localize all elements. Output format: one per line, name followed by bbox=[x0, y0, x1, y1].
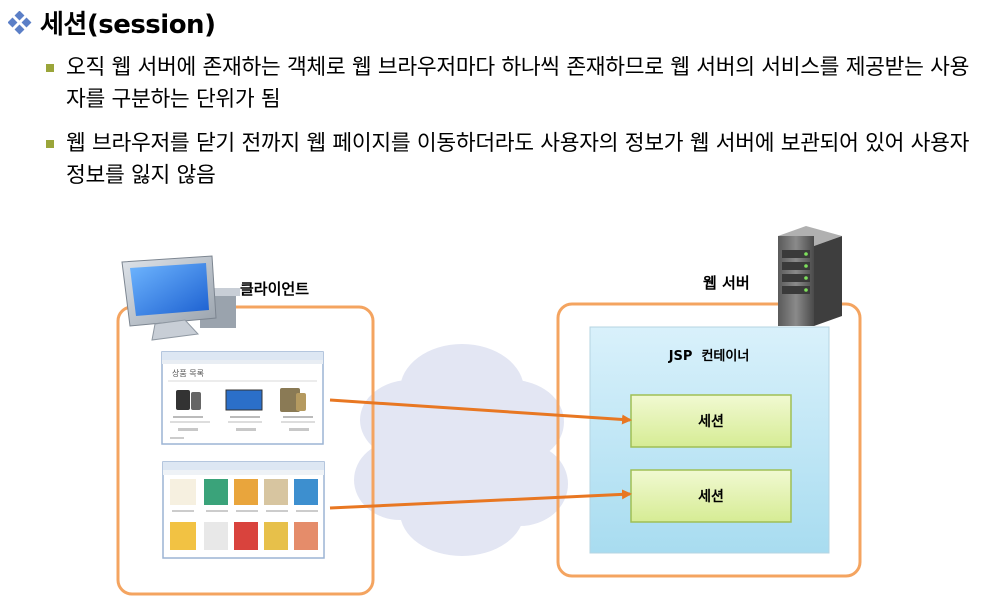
browser-page-title: 상품 목록 bbox=[172, 368, 204, 378]
client-label: 클라이언트 bbox=[240, 280, 309, 298]
square-bullet-icon bbox=[46, 140, 54, 148]
diamond-bullet-icon bbox=[8, 10, 32, 34]
client-frame bbox=[116, 305, 375, 596]
session-label: 세션 bbox=[698, 413, 724, 430]
arrow-to-session-1 bbox=[329, 398, 632, 425]
browser-window-product-list: 상품 목록 bbox=[161, 351, 324, 445]
title-row: 세션(session) bbox=[8, 4, 216, 41]
browser-window-bookstore bbox=[162, 461, 325, 559]
server-icon bbox=[778, 226, 842, 326]
bullet-text: 오직 웹 서버에 존재하는 객체로 웹 브라우저마다 하나씩 존재하므로 웹 서… bbox=[66, 55, 970, 112]
session-box bbox=[630, 394, 792, 448]
computer-icon bbox=[121, 255, 240, 341]
page-title: 세션(session) bbox=[40, 10, 216, 40]
server-label: 웹 서버 bbox=[703, 274, 750, 292]
bullet-item: 웹 브라우저를 닫기 전까지 웹 페이지를 이동하더라도 사용자의 정보가 웹 … bbox=[46, 128, 971, 192]
bullet-text: 웹 브라우저를 닫기 전까지 웹 페이지를 이동하더라도 사용자의 정보가 웹 … bbox=[66, 131, 970, 188]
square-bullet-icon bbox=[46, 64, 54, 72]
arrow-to-session-2 bbox=[329, 489, 632, 510]
server-frame bbox=[556, 302, 862, 578]
session-label: 세션 bbox=[698, 488, 724, 505]
container-label: JSP 컨테이너 bbox=[668, 348, 750, 364]
bullet-item: 오직 웹 서버에 존재하는 객체로 웹 브라우저마다 하나씩 존재하므로 웹 서… bbox=[46, 52, 971, 116]
cloud-icon bbox=[354, 344, 568, 556]
